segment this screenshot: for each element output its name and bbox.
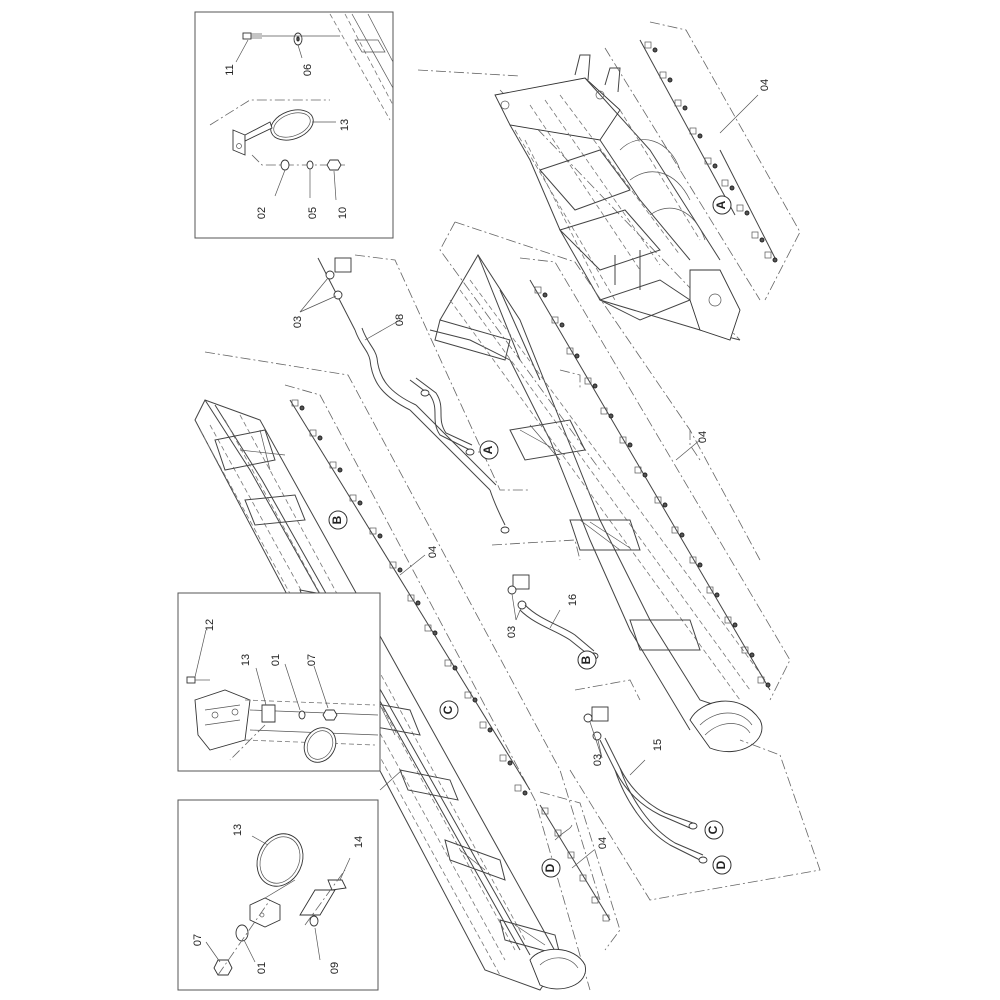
part-number-label: 04 [697, 431, 709, 443]
callout-b: B [577, 650, 597, 670]
hose-08-assembly [299, 254, 530, 534]
callout-letter: D [714, 860, 728, 869]
part-number-label: 02 [256, 207, 268, 219]
part-number-label: 13 [232, 824, 244, 836]
part-number-label: 07 [192, 934, 204, 946]
washer-part [298, 710, 306, 720]
part-number-label: 09 [329, 962, 341, 974]
part-number-label: 06 [302, 64, 314, 76]
callout-letter: C [441, 705, 455, 714]
nut-part [326, 159, 342, 171]
callout-letter: A [481, 445, 495, 454]
hose-ring-part [256, 833, 304, 887]
callout-letter: C [706, 825, 720, 834]
callout-d: D [712, 855, 732, 875]
callout-a: A [712, 195, 732, 215]
part-number-label: 11 [224, 64, 236, 75]
bolt-part [242, 32, 262, 40]
part-number-label: 12 [204, 619, 216, 631]
part-number-label: 16 [567, 594, 579, 606]
callout-b: B [328, 510, 348, 530]
part-number-label: 08 [394, 314, 406, 326]
part-number-label: 04 [597, 837, 609, 849]
callout-d: D [541, 858, 561, 878]
lock-washer-part [306, 160, 314, 170]
callout-letter: D [543, 863, 557, 872]
detail-inset-middle [177, 592, 381, 772]
detail-inset-top [194, 11, 394, 239]
part-number-label: 13 [339, 119, 351, 131]
part-number-label: 05 [307, 207, 319, 219]
washer-part [280, 159, 290, 171]
part-number-labels: 11 06 13 02 05 10 04 03 08 04 04 16 03 12 13 01 07 03 15 04… [192, 64, 771, 974]
middle-boom-section [429, 221, 791, 753]
detail-inset-bottom [177, 799, 379, 991]
part-number-label: 15 [652, 739, 664, 751]
callout-a: A [479, 440, 499, 460]
callout-c: C [704, 820, 724, 840]
callout-letter: B [579, 655, 593, 664]
callout-circles: A A B B C C D D [328, 195, 732, 878]
hose-16-assembly [491, 539, 599, 660]
part-number-label: 14 [353, 836, 365, 848]
part-number-label: 10 [337, 207, 349, 219]
part-number-label: 01 [270, 654, 282, 666]
part-number-label: 03 [592, 754, 604, 766]
part-number-label: 07 [306, 654, 318, 666]
callout-c: C [439, 700, 459, 720]
callout-letter: B [330, 515, 344, 524]
center-frame-assembly [417, 21, 801, 341]
washer-part [309, 915, 319, 927]
part-number-label: 01 [256, 962, 268, 974]
part-number-label: 13 [240, 654, 252, 666]
part-number-label: 04 [427, 546, 439, 558]
nut-part [322, 709, 338, 721]
callout-letter: A [714, 200, 728, 209]
part-number-label: 03 [506, 626, 518, 638]
hose-ring-part [232, 109, 314, 156]
washer-part [235, 924, 249, 942]
part-number-label: 03 [292, 316, 304, 328]
hose-15-assembly [569, 679, 821, 901]
outer-boom-section [194, 351, 621, 991]
part-number-label: 04 [759, 79, 771, 91]
